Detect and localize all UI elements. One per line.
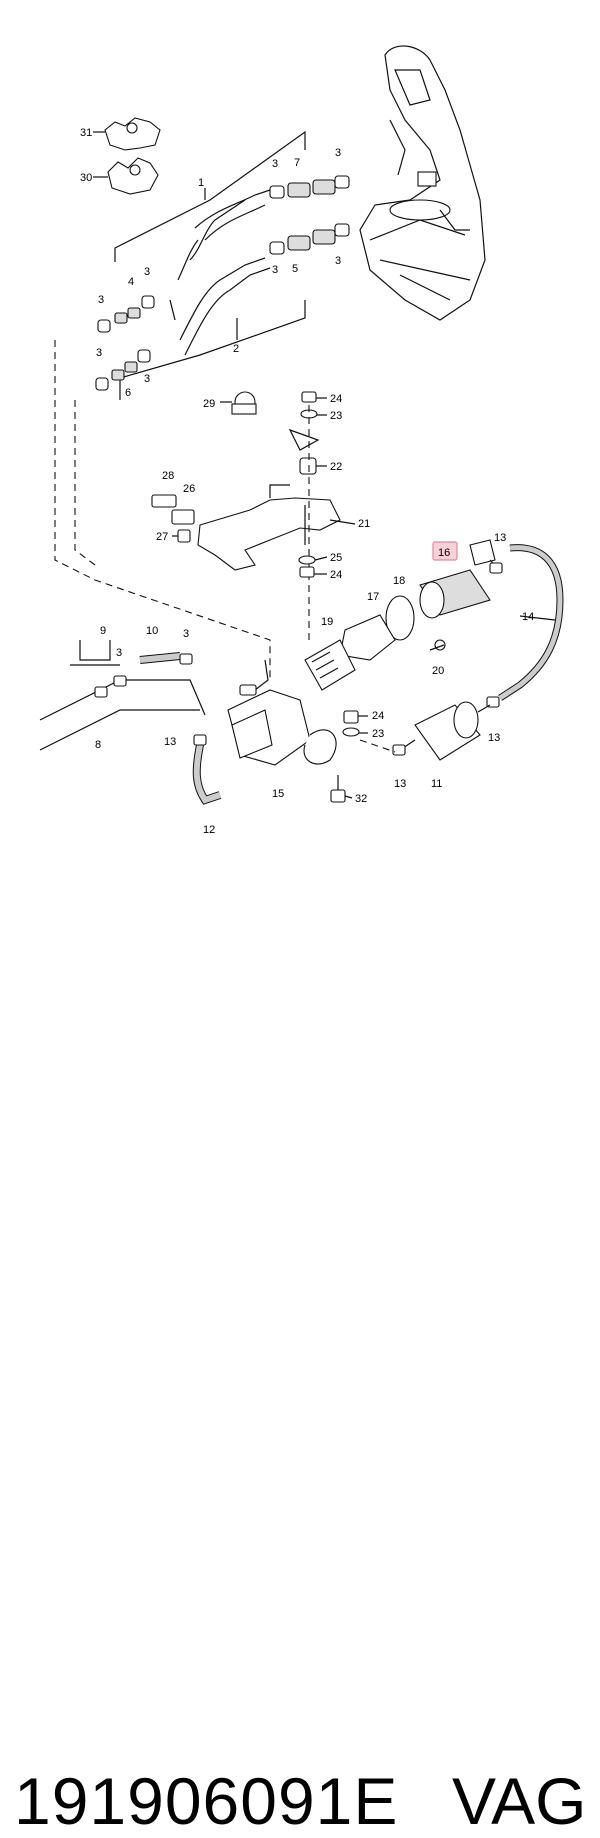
hose-10-illustration: [139, 652, 193, 665]
callout-1: 1: [198, 177, 204, 189]
callout-24: 24: [372, 710, 384, 722]
bracket-line-9: [79, 640, 111, 661]
leader-lines-to-bracket: [74, 400, 96, 566]
callout-3: 3: [116, 647, 122, 659]
callout-3: 3: [98, 294, 104, 306]
clip-31-illustration: [104, 117, 161, 151]
callout-17: 17: [367, 591, 379, 603]
callout-24: 24: [330, 393, 342, 405]
callout-24: 24: [330, 569, 342, 581]
strainer-19-illustration: [304, 639, 356, 691]
callout-3: 3: [335, 147, 341, 159]
fuel-line-8-illustration: [39, 664, 206, 751]
callout-13: 13: [488, 732, 500, 744]
fuel-filter-11-illustration: [392, 701, 491, 761]
callout-22: 22: [330, 461, 342, 473]
part-number: 191906091E: [14, 1764, 399, 1838]
footer: 191906091E VAG: [0, 880, 600, 1834]
callout-13: 13: [494, 532, 506, 544]
callout-19: 19: [321, 616, 333, 628]
screw-20-illustration: [429, 639, 446, 651]
clamp-29-illustration: [231, 391, 257, 415]
callout-5: 5: [292, 263, 298, 275]
fuel-tank-illustration: [359, 45, 486, 321]
callout-2: 2: [233, 343, 239, 355]
callout-23: 23: [330, 410, 342, 422]
callout-28: 28: [162, 470, 174, 482]
hose-row-left: [95, 295, 155, 391]
callout-15: 15: [272, 788, 284, 800]
clip-26-illustration: [171, 509, 195, 525]
callout-3: 3: [183, 628, 189, 640]
callout-3: 3: [96, 347, 102, 359]
hose-14-illustration: [486, 544, 564, 708]
brand-name: VAG: [452, 1764, 587, 1838]
clip-28-illustration: [151, 494, 177, 508]
callout-27: 27: [156, 531, 168, 543]
callout-3: 3: [144, 266, 150, 278]
fuel-system-exploded-diagram: 1 2 3 3 3 3 3 3 3 3 3 3 4 5 6 7 8 9 10 1…: [39, 45, 564, 836]
callout-3: 3: [144, 373, 150, 385]
washer-23-lower-illustration: [342, 727, 360, 737]
seal-18-illustration: [385, 595, 415, 641]
callout-9: 9: [100, 625, 106, 637]
clip-30-illustration: [107, 157, 159, 195]
callout-25: 25: [330, 552, 342, 564]
leader-tank-to-pump: [54, 340, 271, 680]
callout-13: 13: [164, 736, 176, 748]
bolt-32-illustration: [330, 775, 346, 803]
callout-10: 10: [146, 625, 158, 637]
callout-16: 16: [438, 547, 450, 559]
accumulator-15-illustration: [227, 659, 337, 766]
callout-29: 29: [203, 398, 215, 410]
callout-31: 31: [80, 127, 92, 139]
callout-11: 11: [431, 778, 442, 790]
nut-24-lower-illustration: [343, 710, 359, 724]
callout-26: 26: [183, 483, 195, 495]
nut-27-illustration: [177, 529, 191, 543]
mounting-bracket-21: [197, 391, 341, 640]
callout-30: 30: [80, 172, 92, 184]
callout-3: 3: [272, 264, 278, 276]
callout-20: 20: [432, 665, 444, 677]
hose-12-illustration: [192, 734, 222, 805]
callout-3: 3: [272, 158, 278, 170]
callout-32: 32: [355, 793, 367, 805]
label-leader-ticks: [93, 131, 556, 799]
leader-filter: [359, 739, 396, 753]
callout-7: 7: [294, 157, 300, 169]
hose-row-upper: [269, 175, 350, 255]
callout-labels: 1 2 3 3 3 3 3 3 3 3 3 3 4 5 6 7 8 9 10 1…: [80, 127, 534, 836]
callout-23: 23: [372, 728, 384, 740]
callout-18: 18: [393, 575, 405, 587]
fuel-line-group-1: [114, 130, 306, 321]
highlighted-callout-box: [432, 541, 458, 561]
fuel-line-group-2: [119, 257, 306, 400]
callout-4: 4: [128, 276, 134, 288]
callout-6: 6: [125, 387, 131, 399]
callout-8: 8: [95, 739, 101, 751]
callout-13: 13: [394, 778, 406, 790]
callout-3: 3: [335, 255, 341, 267]
callout-12: 12: [203, 824, 215, 836]
fuel-pump-16-illustration: [419, 539, 501, 619]
callout-21: 21: [358, 518, 370, 530]
